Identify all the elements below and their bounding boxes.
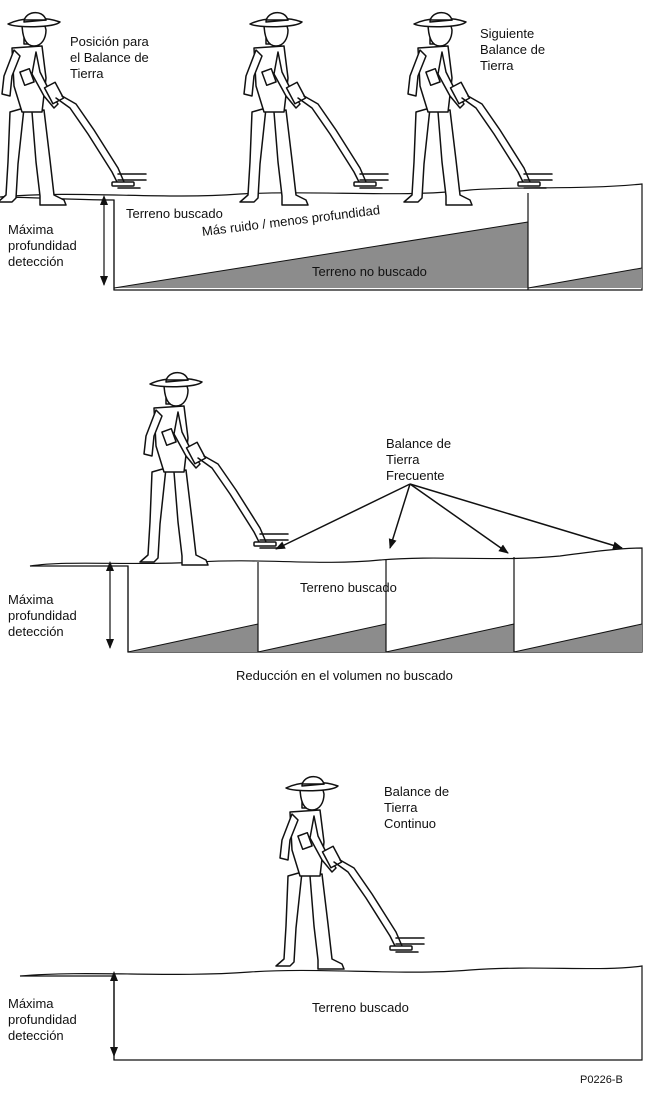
max-depth-label: Máxima profundidad detección <box>8 996 77 1043</box>
panel-2-terrain <box>29 547 643 653</box>
searched-ground-label: Terreno buscado <box>300 580 397 595</box>
pointer-arrow-icon <box>388 483 411 549</box>
panel-1-terrain <box>0 183 643 291</box>
pointer-arrow-icon <box>275 483 411 550</box>
max-depth-label: Máxima profundidad detección <box>8 592 77 639</box>
person-with-detector-icon <box>239 11 389 206</box>
searched-ground-label: Terreno buscado <box>126 206 223 221</box>
pointer-arrow-icon <box>409 483 509 554</box>
position-for-ground-balance-label: Posición para el Balance de Tierra <box>70 34 149 81</box>
frequent-ground-balance-label: Balance de Tierra Frecuente <box>386 436 452 483</box>
continuous-ground-balance-label: Balance de Tierra Continuo <box>384 784 450 831</box>
reduction-caption: Reducción en el volumen no buscado <box>236 668 453 683</box>
figure-code: P0226-B <box>580 1074 623 1086</box>
person-with-detector-icon <box>139 371 289 566</box>
pointer-arrow-icon <box>409 483 623 550</box>
unsearched-ground-label: Terreno no buscado <box>312 264 427 279</box>
panel-3-terrain <box>19 965 643 1061</box>
frequent-balance-pointers <box>275 483 623 554</box>
next-ground-balance-label: Siguiente Balance de Tierra <box>480 26 546 73</box>
max-depth-label: Máxima profundidad detección <box>8 222 77 269</box>
searched-ground-label: Terreno buscado <box>312 1000 409 1015</box>
